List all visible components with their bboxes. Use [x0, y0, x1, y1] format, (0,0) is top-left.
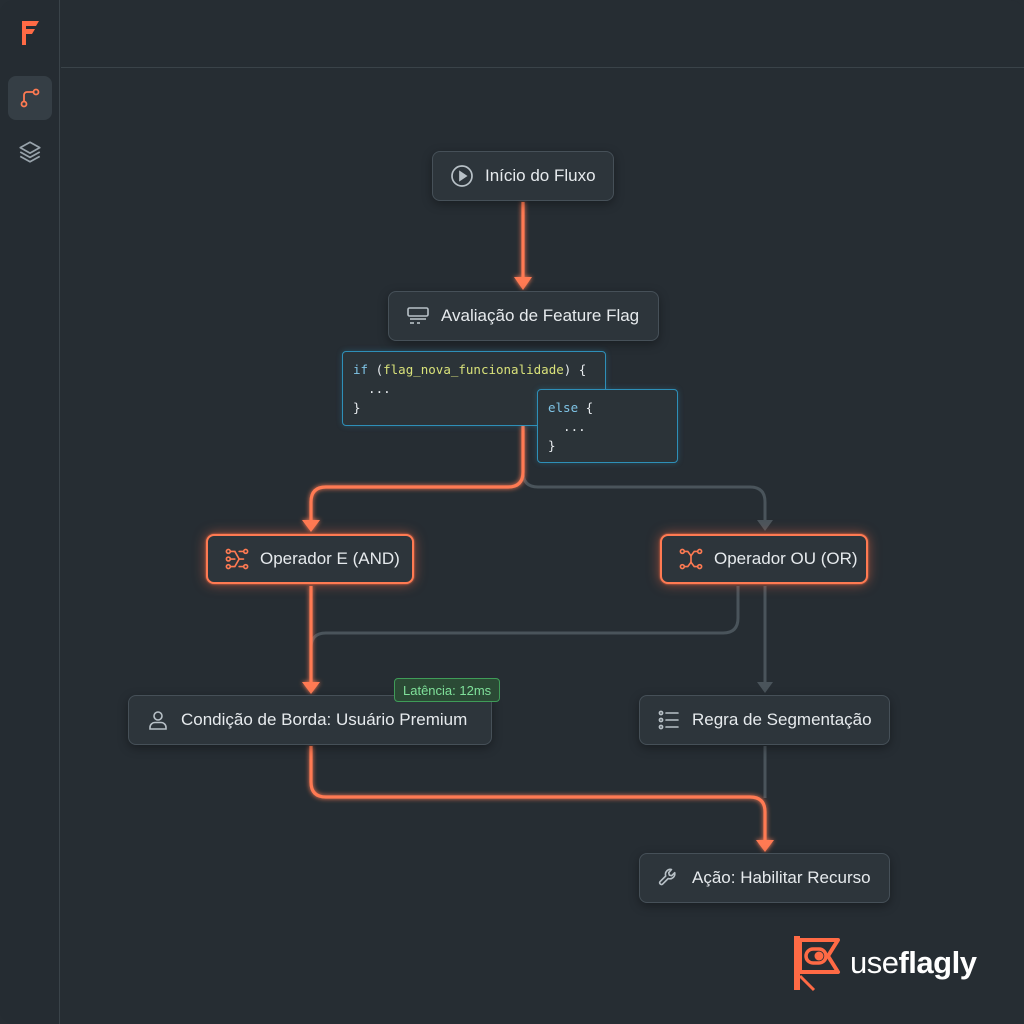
code-else-body: ... — [548, 419, 586, 434]
node-or-operator[interactable]: Operador OU (OR) — [660, 534, 868, 584]
brand-logo: useflagly — [790, 934, 977, 992]
list-icon — [656, 707, 682, 733]
latency-badge: Latência: 12ms — [394, 678, 501, 702]
node-start[interactable]: Início do Fluxo — [432, 151, 614, 201]
code-if-end: } — [353, 400, 361, 415]
circuit-icon — [678, 546, 704, 572]
node-and-operator-label: Operador E (AND) — [260, 549, 400, 568]
node-segmentation[interactable]: Regra de Segmentação — [639, 695, 890, 745]
sidebar-item-layers[interactable] — [8, 130, 52, 174]
node-and-operator[interactable]: Operador E (AND) — [206, 534, 414, 584]
node-or-operator-label: Operador OU (OR) — [714, 549, 858, 568]
brand-prefix: use — [850, 945, 899, 980]
node-segmentation-label: Regra de Segmentação — [692, 710, 872, 729]
play-circle-icon — [449, 163, 475, 189]
code-else-end: } — [548, 438, 556, 453]
user-icon — [145, 707, 171, 733]
top-toolbar — [61, 0, 1024, 68]
code-if-open: ( — [368, 362, 384, 377]
brand-name: useflagly — [850, 945, 977, 981]
node-evaluate[interactable]: Avaliação de Feature Flag — [388, 291, 659, 341]
flagly-brand-icon — [794, 936, 840, 992]
code-if-flag: flag_nova_funcionalidade — [383, 362, 564, 377]
flag-eval-icon — [405, 303, 431, 329]
flow-icon — [20, 88, 40, 108]
sidebar-item-flow[interactable] — [8, 76, 52, 120]
layers-icon — [19, 141, 41, 163]
node-edge-condition-label: Condição de Borda: Usuário Premium — [181, 710, 468, 729]
node-evaluate-label: Avaliação de Feature Flag — [441, 306, 640, 325]
wrench-icon — [656, 865, 682, 891]
code-if-close: ) { — [563, 362, 587, 377]
node-start-label: Início do Fluxo — [485, 166, 596, 185]
node-action[interactable]: Ação: Habilitar Recurso — [639, 853, 890, 903]
node-action-label: Ação: Habilitar Recurso — [692, 868, 871, 887]
code-block-else: else { ... } — [537, 389, 678, 463]
sidebar — [0, 0, 60, 1024]
code-else-keyword: else — [548, 400, 579, 415]
code-else-open: { — [578, 400, 594, 415]
node-edge-condition[interactable]: Condição de Borda: Usuário Premium — [128, 695, 492, 745]
flagly-logo-icon[interactable] — [18, 18, 42, 48]
code-if-keyword: if — [353, 362, 369, 377]
code-if-body: ... — [353, 381, 391, 396]
code-block-if: if (flag_nova_funcionalidade) { ... } — [342, 351, 606, 426]
circuit-icon — [224, 546, 250, 572]
brand-suffix: flagly — [898, 945, 977, 980]
